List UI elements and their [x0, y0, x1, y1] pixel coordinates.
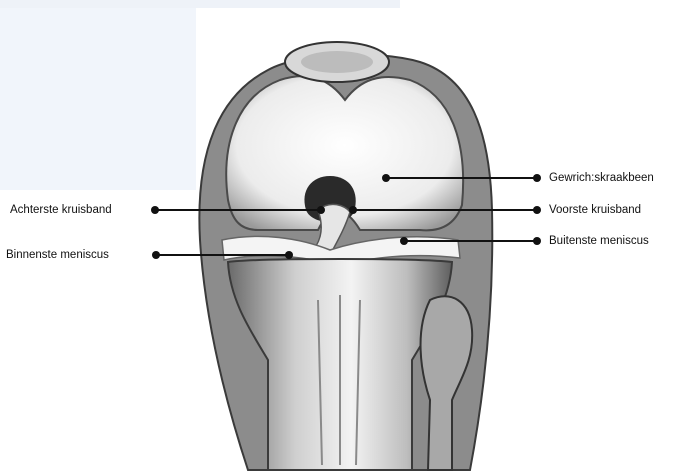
label-gewrichtskraakbeen: Gewrich:skraakbeen	[549, 171, 654, 185]
label-voorste-kruisband: Voorste kruisband	[549, 203, 641, 217]
patella-inner	[301, 51, 373, 73]
label-buitenste-meniscus: Buitenste meniscus	[549, 234, 649, 248]
label-binnenste-meniscus: Binnenste meniscus	[6, 248, 109, 262]
label-achterste-kruisband: Achterste kruisband	[10, 203, 112, 217]
